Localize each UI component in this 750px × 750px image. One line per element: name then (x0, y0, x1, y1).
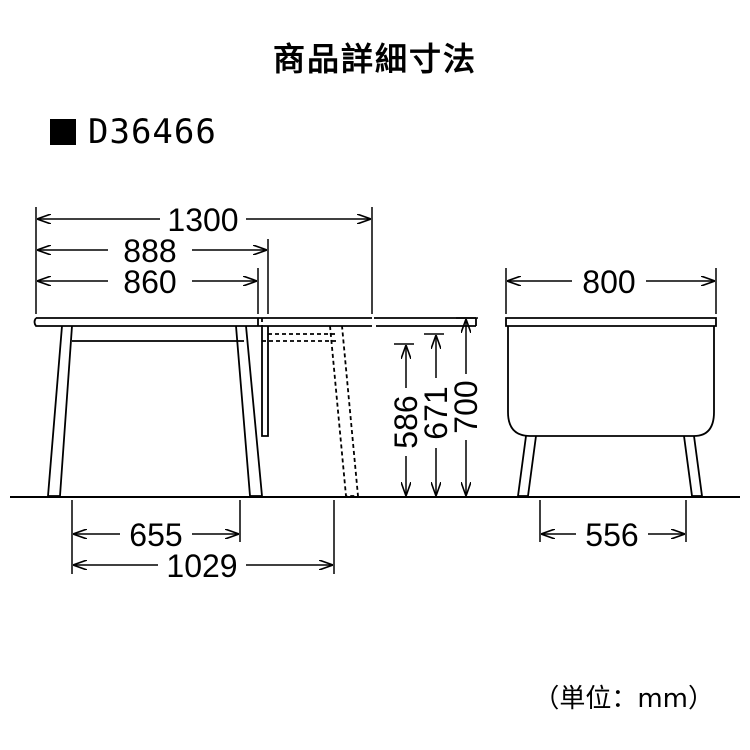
unit-note: （単位：mm） (533, 684, 714, 714)
front-extension-dashed (261, 318, 338, 342)
dim-overall-width: 1300 (167, 202, 238, 238)
front-view-table (33, 317, 477, 497)
front-extension-right (374, 317, 477, 327)
front-leaf (257, 318, 269, 437)
front-leg-left (47, 325, 73, 497)
side-view-table (505, 317, 717, 497)
model-code: D36466 (88, 112, 217, 152)
page-title: 商品詳細寸法 (272, 40, 477, 78)
dim-leg-span-inner: 655 (129, 517, 182, 553)
dim-depth: 800 (582, 264, 635, 300)
front-tabletop (33, 317, 372, 327)
side-leg-left (516, 435, 537, 497)
dim-leaf-width: 888 (123, 233, 176, 269)
side-bowl (507, 326, 715, 437)
dim-height-underframe: 671 (418, 386, 454, 439)
dim-leg-span-outer: 1029 (166, 548, 237, 584)
dim-height-total: 700 (448, 380, 484, 433)
model-label: D36466 (50, 112, 217, 152)
side-leg-right (683, 435, 704, 497)
side-tabletop (505, 317, 717, 327)
dim-height-seat: 586 (388, 395, 424, 448)
square-bullet-icon (50, 119, 76, 145)
dimension-lines (35, 207, 717, 574)
front-leg-dashed (329, 325, 359, 497)
front-leg-middle (235, 325, 263, 497)
dim-leg-span-side: 556 (585, 517, 638, 553)
dim-top-width: 860 (123, 264, 176, 300)
